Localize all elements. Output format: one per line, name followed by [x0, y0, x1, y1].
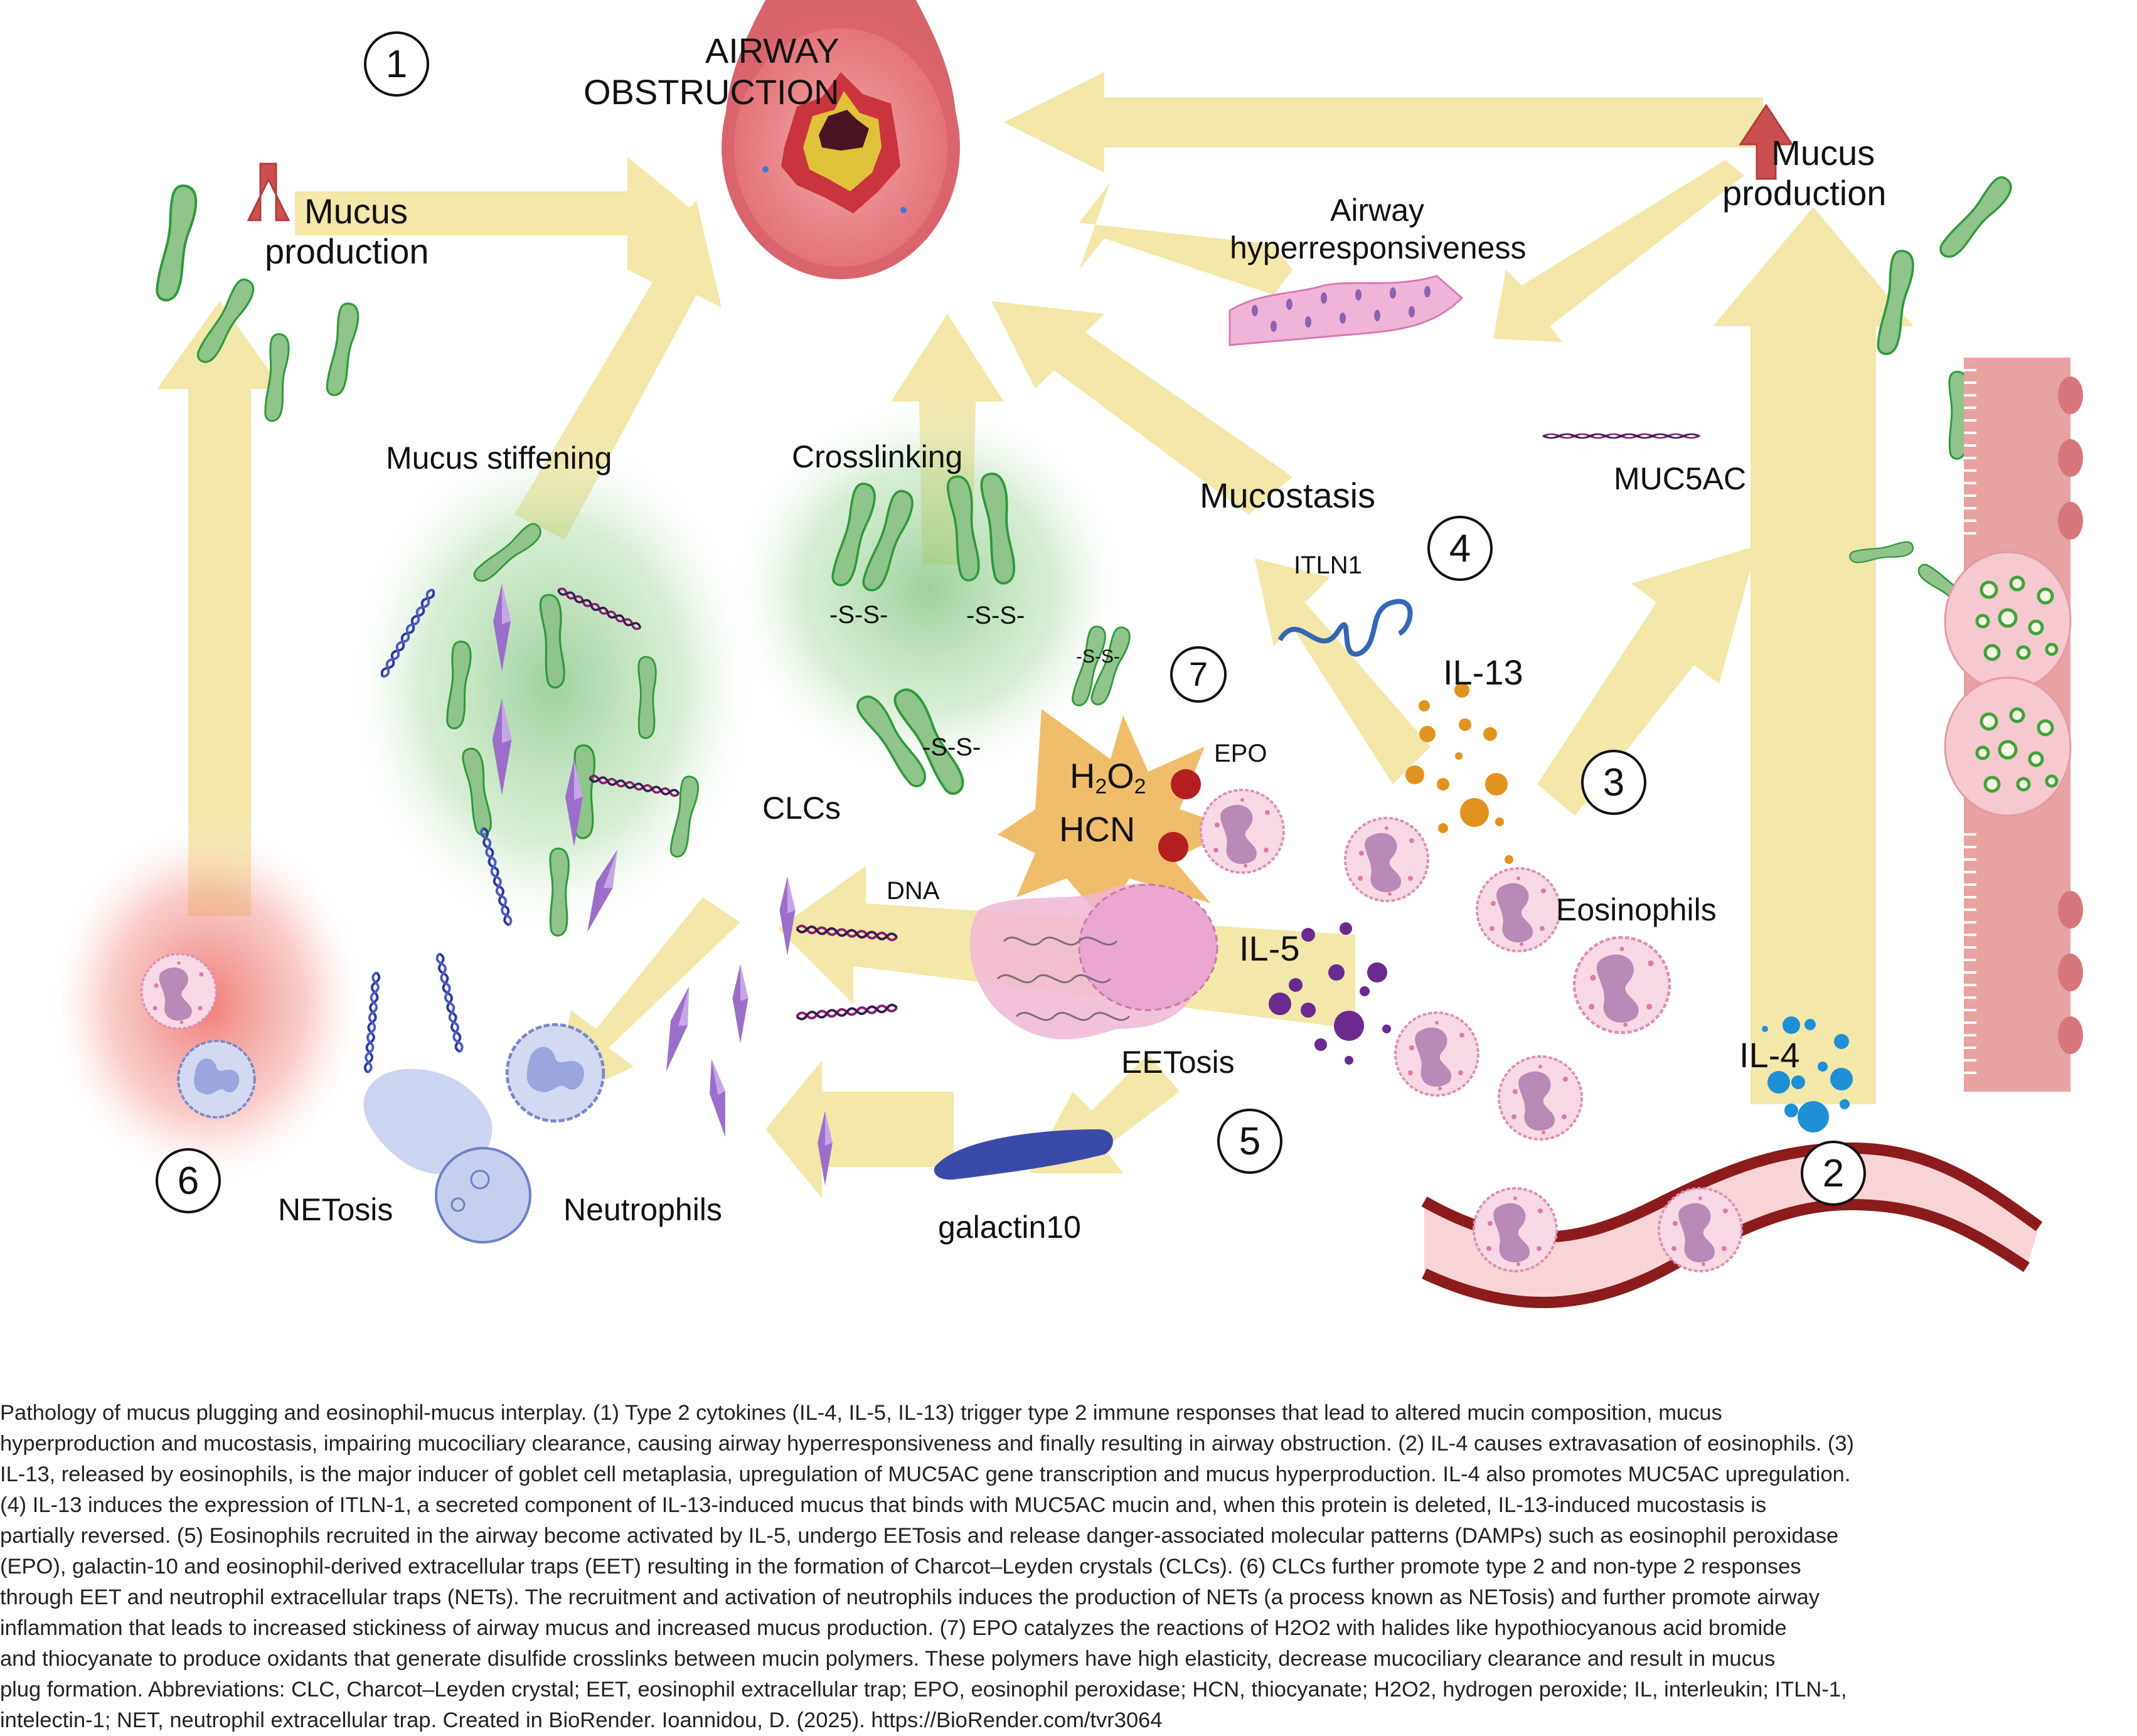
disulfide-bond-label: -S-S-: [829, 601, 888, 629]
figure-illustration: [44, 0, 2083, 1308]
disulfide-bond-label: -S-S-: [1076, 646, 1120, 667]
hcn-label: HCN: [1059, 809, 1136, 849]
il13-cytokine-icon: [1405, 683, 1513, 864]
caption-line: IL-13, released by eosinophils, is the m…: [0, 1462, 1851, 1486]
increase-arrow-icon-right: [1739, 104, 1794, 180]
step-number-5: 5: [1217, 1109, 1282, 1174]
step-number-4: 4: [1427, 516, 1493, 581]
il5-cytokine-icon: [1269, 922, 1391, 1065]
label-line: production: [265, 232, 429, 272]
arrow-galactin-to-crystals: [765, 1060, 954, 1198]
il5-label: IL-5: [1239, 929, 1300, 968]
arrow-right-mucus-to-airway: [1004, 72, 1763, 173]
increase-arrow-icon-left: [247, 162, 290, 221]
epo-particle-icon: [1171, 769, 1201, 799]
epo-label: EPO: [1214, 740, 1267, 767]
label-line: production: [1722, 173, 1887, 213]
step-number-3: 3: [1581, 750, 1646, 815]
caption-line: plug formation. Abbreviations: CLC, Char…: [0, 1678, 1847, 1701]
caption-line: (4) IL-13 induces the expression of ITLN…: [0, 1493, 1767, 1517]
arrow-netosis-to-mucus: [157, 301, 282, 916]
eetosis-label: EETosis: [1121, 1045, 1235, 1080]
step-number-2: 2: [1801, 1141, 1866, 1206]
label-line: hyperresponsiveness: [1230, 230, 1527, 265]
step-number-1: 1: [364, 31, 429, 97]
crosslinking-label: Crosslinking: [792, 439, 963, 474]
eetosis-cell-icon: [969, 883, 1218, 1040]
arrow-il4-to-mucus: [1713, 207, 1914, 1104]
arrow-clcs-to-neutrophils: [552, 897, 740, 1104]
airway-hyperresponsiveness-label: Airway hyperresponsiveness: [1230, 191, 1527, 267]
airway-cross-section-icon: [722, 0, 960, 279]
disulfide-bond-label: -S-S-: [922, 733, 981, 761]
figure-caption: Pathology of mucus plugging and eosinoph…: [0, 1398, 2133, 1736]
caption-line: partially reversed. (5) Eosinophils recr…: [0, 1524, 1839, 1548]
neutrophils-label: Neutrophils: [563, 1192, 722, 1227]
galactin10-label: galactin10: [938, 1210, 1081, 1245]
mucostasis-label: Mucostasis: [1200, 476, 1376, 515]
arrow-to-hyperresponsiveness: [1493, 160, 1744, 342]
arrow-il13-to-itln1: [1255, 558, 1431, 784]
arrow-left-mucus-to-airway: [295, 157, 696, 270]
arrow-il13-to-muc5ac: [1537, 546, 1757, 816]
airway-obstruction-title: AIRWAY OBSTRUCTION: [584, 30, 839, 112]
disulfide-bond-label: -S-S-: [966, 602, 1025, 629]
mucus-production-left-label: Mucus production: [265, 191, 429, 272]
label-line: Airway: [1330, 193, 1425, 228]
itln1-label: ITLN1: [1294, 551, 1362, 579]
h2o2-h: H: [1070, 756, 1095, 796]
mucus-stiffening-label: Mucus stiffening: [386, 440, 612, 476]
title-line-2: OBSTRUCTION: [584, 72, 839, 112]
caption-line: through EET and neutrophil extracellular…: [0, 1585, 1820, 1609]
netosis-label: NETosis: [278, 1192, 393, 1227]
oxidant-burst-icon: [998, 709, 1236, 922]
galactin10-protein-icon: [934, 1129, 1113, 1180]
goblet-cell-epithelium-icon: [1944, 358, 2083, 1092]
mucus-production-right-label: Mucus production: [1722, 133, 1887, 214]
itln1-protein-icon: [1277, 599, 1413, 657]
clcs-label: CLCs: [762, 791, 841, 826]
title-line-1: AIRWAY: [705, 31, 839, 70]
crosslinking-cloud: [722, 389, 1136, 791]
step-number-7: 7: [1170, 646, 1227, 703]
il4-label: IL-4: [1739, 1035, 1800, 1075]
muc5ac-label: MUC5AC: [1614, 461, 1747, 496]
step-number-6: 6: [156, 1148, 221, 1213]
caption-line: Pathology of mucus plugging and eosinoph…: [0, 1401, 1722, 1425]
h2o2-label: H2O2: [1070, 756, 1146, 799]
arrow-mucostasis-to-airway: [991, 301, 1292, 514]
netosis-cell-icon: [363, 1068, 531, 1243]
caption-line: and thiocyanate to produce oxidants that…: [0, 1647, 1776, 1671]
h2o2-o: O: [1107, 756, 1134, 796]
dna-label: DNA: [887, 877, 940, 905]
label-line: Mucus: [304, 191, 408, 231]
epo-particle-icon: [1158, 832, 1188, 862]
caption-line: hyperproduction and mucostasis, impairin…: [0, 1432, 1855, 1456]
smooth-muscle-cells-icon: [1228, 275, 1464, 346]
eosinophils-label: Eosinophils: [1556, 892, 1717, 927]
il13-label: IL-13: [1443, 652, 1523, 692]
label-line: Mucus: [1771, 133, 1875, 173]
arrow-hyperresponsiveness-to-airway: [1079, 182, 1292, 295]
h2o2-sub: 2: [1095, 775, 1107, 799]
h2o2-sub: 2: [1134, 775, 1146, 799]
caption-line: inflammation that leads to increased sti…: [0, 1616, 1787, 1640]
caption-line: (EPO), galactin-10 and eosinophil-derive…: [0, 1555, 1801, 1579]
figure-canvas: 1 AIRWAY OBSTRUCTION Mucus production Mu…: [44, 0, 2083, 1308]
caption-line: intelectin-1; NET, neutrophil extracellu…: [0, 1708, 1163, 1732]
pathway-arrows: [157, 72, 1914, 1198]
